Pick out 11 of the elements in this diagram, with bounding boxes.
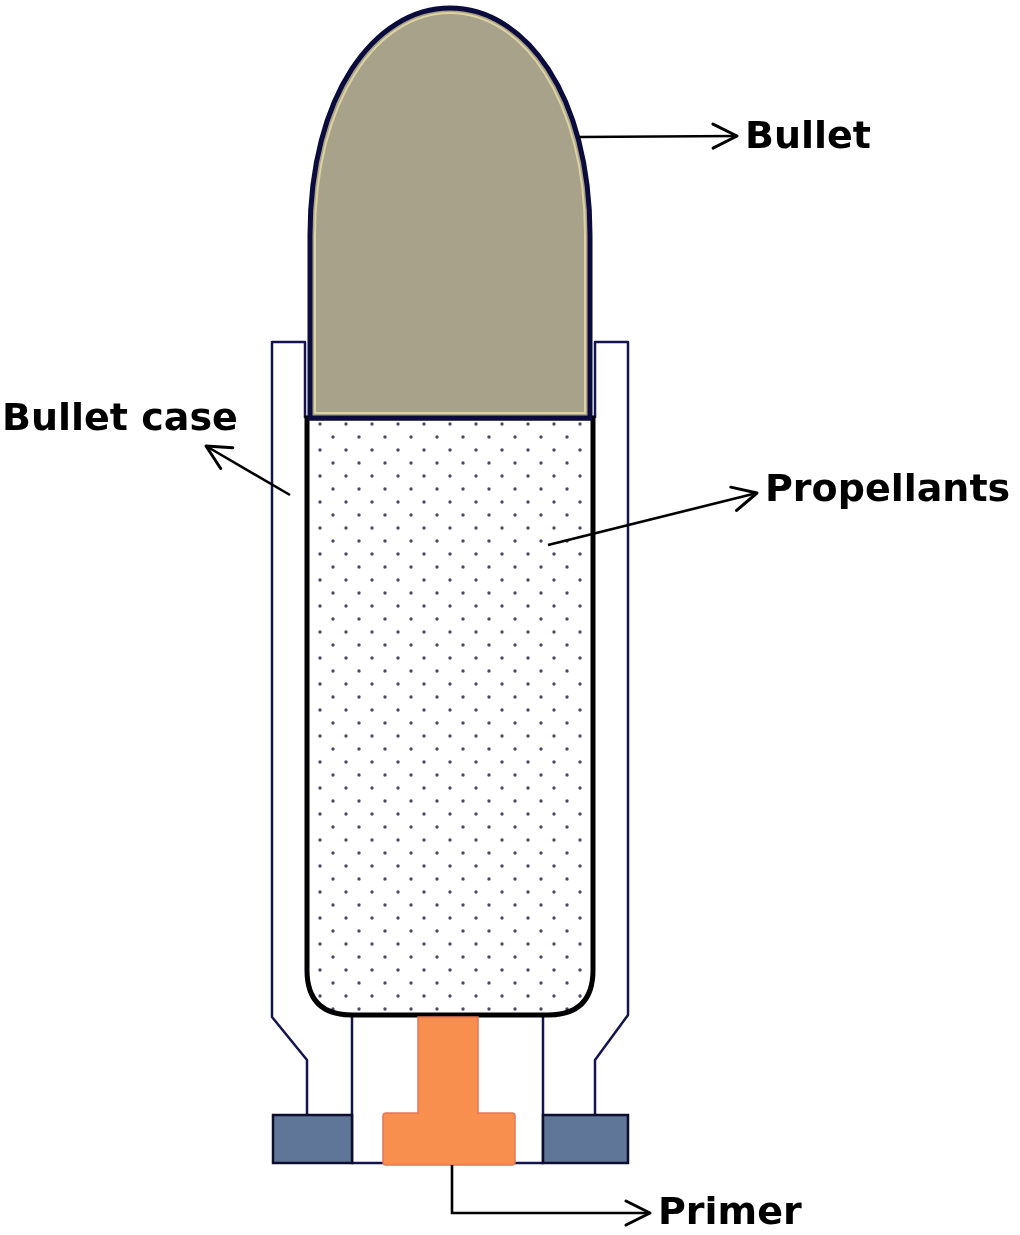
leader-arrow: [450, 1165, 652, 1227]
leader-arrow: [579, 122, 739, 150]
primer-drawing: [383, 1017, 515, 1165]
propellant-fill: [307, 418, 593, 1015]
leader-arrow: [204, 444, 291, 497]
part-label: Bullet case: [2, 396, 238, 438]
part-label: Primer: [658, 1190, 802, 1232]
leader-arrow: [547, 485, 759, 547]
part-label: Propellants: [765, 467, 1011, 509]
bullet-drawing: [305, 3, 595, 423]
part-label: Bullet: [745, 114, 871, 156]
